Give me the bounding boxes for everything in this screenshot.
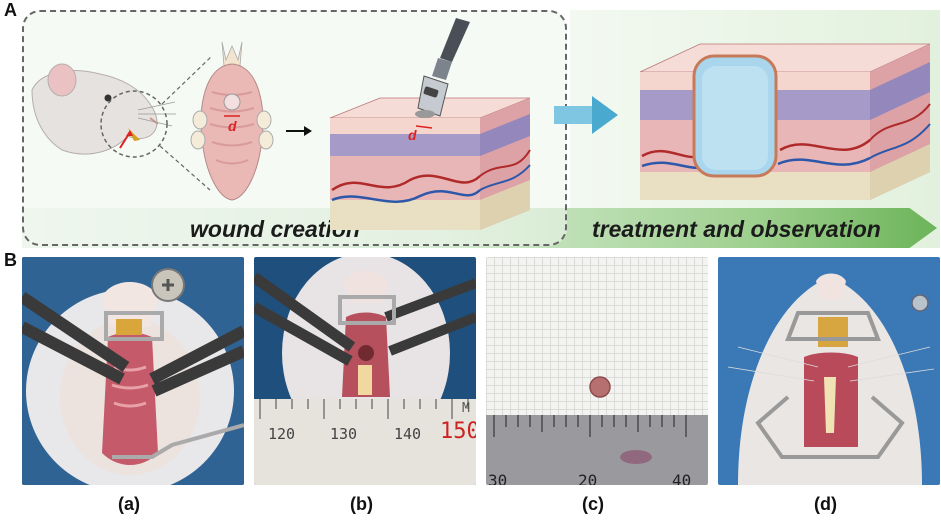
diameter-label-palate: d (228, 118, 237, 134)
ruler-tick-140: 140 (394, 425, 422, 443)
caption-a: (a) (118, 494, 140, 514)
treatment-observation-label: treatment and observation (592, 216, 881, 242)
photo-c-image (486, 257, 708, 485)
treated-tissue-block-icon (639, 43, 931, 200)
photo-a-image (22, 257, 244, 485)
zoom-circle-icon (100, 90, 168, 158)
ruler-tick-150: 150 (440, 419, 476, 444)
panel-a-illustration: d d (31, 18, 931, 230)
cyan-arrow-icon (554, 96, 618, 134)
ruler-mark: M (462, 401, 470, 416)
caption-b: (b) (350, 494, 373, 514)
ruler-tick-30: 30 (488, 471, 508, 485)
rat-head-icon (31, 63, 176, 155)
biopsy-punch-icon (415, 18, 470, 118)
caption-d: (d) (814, 494, 837, 514)
ruler-tick-40: 40 (672, 471, 692, 485)
ruler-tick-120: 120 (268, 425, 296, 443)
photo-d (718, 257, 940, 485)
photo-b: 120 130 140 150 M (254, 257, 476, 485)
photo-c: 30 20 40 (486, 257, 708, 485)
ruler-tick-20: 20 (578, 471, 598, 485)
panel-a-letter: A (4, 0, 17, 20)
caption-c: (c) (582, 494, 604, 514)
photo-d-image (718, 257, 940, 485)
hydrogel-plug-icon (692, 54, 778, 178)
palate-icon (190, 41, 274, 201)
photo-b-image (254, 257, 476, 485)
photo-a (22, 257, 244, 485)
diameter-label-punch: d (408, 127, 417, 143)
panel-b-letter: B (4, 250, 17, 270)
ruler-tick-130: 130 (330, 425, 358, 443)
tissue-block-icon (329, 97, 531, 230)
